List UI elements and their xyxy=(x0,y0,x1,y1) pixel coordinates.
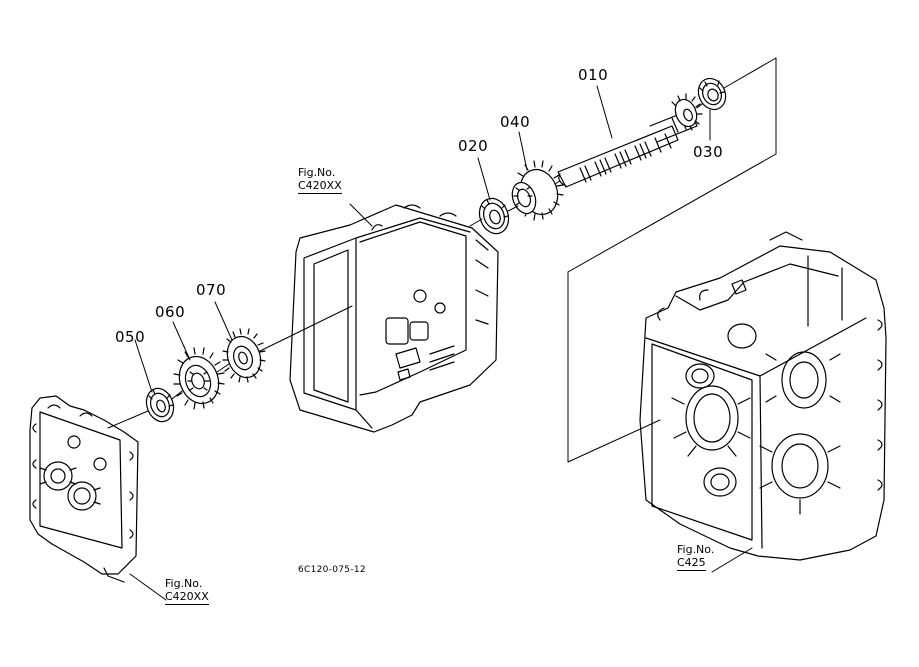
bearing-030 xyxy=(693,74,730,114)
centre-housing xyxy=(290,205,498,432)
fig-ref-prefix: Fig.No. xyxy=(298,166,336,179)
fig-ref-prefix: Fig.No. xyxy=(165,577,203,590)
part-number-060: 060 xyxy=(155,303,186,321)
part-number-030: 030 xyxy=(693,143,724,161)
assembly-lines xyxy=(108,58,776,462)
leader-lines xyxy=(130,86,752,600)
part-number-050: 050 xyxy=(115,328,146,346)
part-number-010: 010 xyxy=(578,66,609,84)
fig-ref-transmission-case: Fig.No. C425 xyxy=(677,543,714,571)
transmission-case xyxy=(640,232,886,560)
fig-ref-code: C420XX xyxy=(165,590,209,605)
fig-ref-code: C420XX xyxy=(298,179,342,194)
fig-ref-left-cover: Fig.No. C420XX xyxy=(165,577,209,605)
gear-040 xyxy=(508,161,564,220)
gear-060 xyxy=(173,348,225,409)
part-number-070: 070 xyxy=(196,281,227,299)
part-number-020: 020 xyxy=(458,137,489,155)
bearing-020 xyxy=(475,194,514,237)
part-number-040: 040 xyxy=(500,113,531,131)
gear-070 xyxy=(222,329,266,382)
main-shaft-010 xyxy=(558,94,702,187)
fig-ref-code: C425 xyxy=(677,556,706,571)
bearing-050 xyxy=(142,385,178,426)
fig-ref-centre-housing: Fig.No. C420XX xyxy=(298,166,342,194)
drawing-number: 6C120-075-12 xyxy=(298,565,366,575)
fig-ref-prefix: Fig.No. xyxy=(677,543,715,556)
left-cover xyxy=(30,396,138,582)
